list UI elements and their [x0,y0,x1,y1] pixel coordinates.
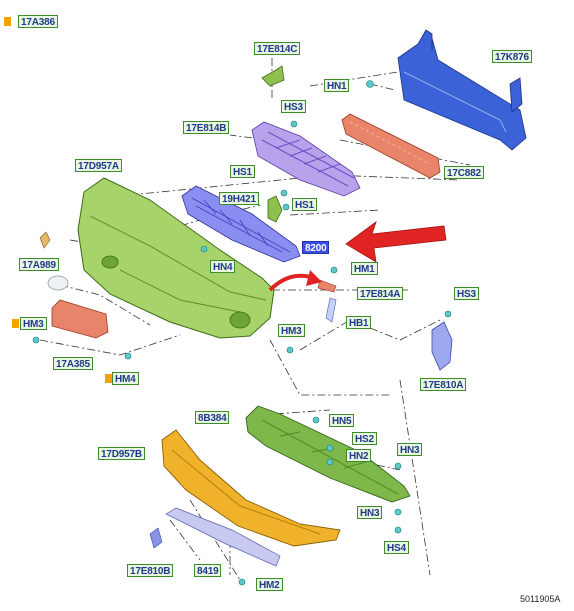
label-17D957B: 17D957B [98,447,145,460]
label-17D957A: 17D957A [75,159,122,172]
label-17E814C: 17E814C [254,42,301,55]
skid-plate-8B384 [245,405,411,503]
label-hm3-left: HM3 [20,317,47,330]
bracket-17E810A [431,321,453,371]
upper-grille-17E814B [251,121,361,197]
label-hn4: HN4 [210,260,236,273]
label-hm2: HM2 [256,578,283,591]
label-17C882: 17C882 [444,166,484,179]
lower-bumper-17D957B [161,429,341,547]
marker-hm3-left [12,319,19,328]
label-hn3-b: HN3 [357,506,383,519]
fasteners [32,80,452,586]
label-hs2: HS2 [352,432,377,445]
label-hn2: HN2 [346,449,372,462]
label-hn5: HN5 [329,414,355,427]
label-hm4: HM4 [112,372,139,385]
curved-arrow [268,270,322,292]
label-17E810B: 17E810B [127,564,174,577]
label-hn3-a: HN3 [397,443,423,456]
marker-hm4 [105,374,112,383]
bracket-19H421 [267,195,283,223]
label-17A386: 17A386 [18,15,58,28]
pointer-arrow [345,220,447,263]
bumper-reinforcement-17K876 [397,29,527,151]
label-hm1: HM1 [351,262,378,275]
label-17K876: 17K876 [492,50,532,63]
legend-marker [4,17,11,26]
label-8419: 8419 [194,564,222,577]
label-8B384: 8B384 [195,411,230,424]
plate-bracket-17A385 [51,299,109,339]
label-hm3-mid: HM3 [278,324,305,337]
energy-absorber-17C882 [341,113,441,179]
front-bumper-cover-17D957A [77,177,275,339]
bracket-17E814A [317,279,337,323]
spoiler-8419 [165,507,281,567]
label-hs4: HS4 [384,541,409,554]
label-hs3-top: HS3 [281,100,306,113]
label-hb1: HB1 [346,316,372,329]
lower-grille-8200 [181,185,301,263]
label-19H421: 19H421 [219,192,259,205]
label-17A989: 17A989 [19,258,59,271]
label-hn1: HN1 [324,79,350,92]
fog-lamp-cover-17A989 [39,231,69,291]
diagram-reference-number: 5011905A [520,594,561,604]
bracket-17E814C [261,65,285,87]
label-17E814A: 17E814A [357,287,404,300]
label-17E814B: 17E814B [183,121,230,134]
label-hs3-right: HS3 [454,287,479,300]
label-17A385: 17A385 [53,357,93,370]
label-17E810A: 17E810A [420,378,467,391]
label-hs1-a: HS1 [230,165,255,178]
bracket-17E810B [149,527,163,549]
label-hs1-b: HS1 [292,198,317,211]
label-8200[interactable]: 8200 [302,241,330,254]
